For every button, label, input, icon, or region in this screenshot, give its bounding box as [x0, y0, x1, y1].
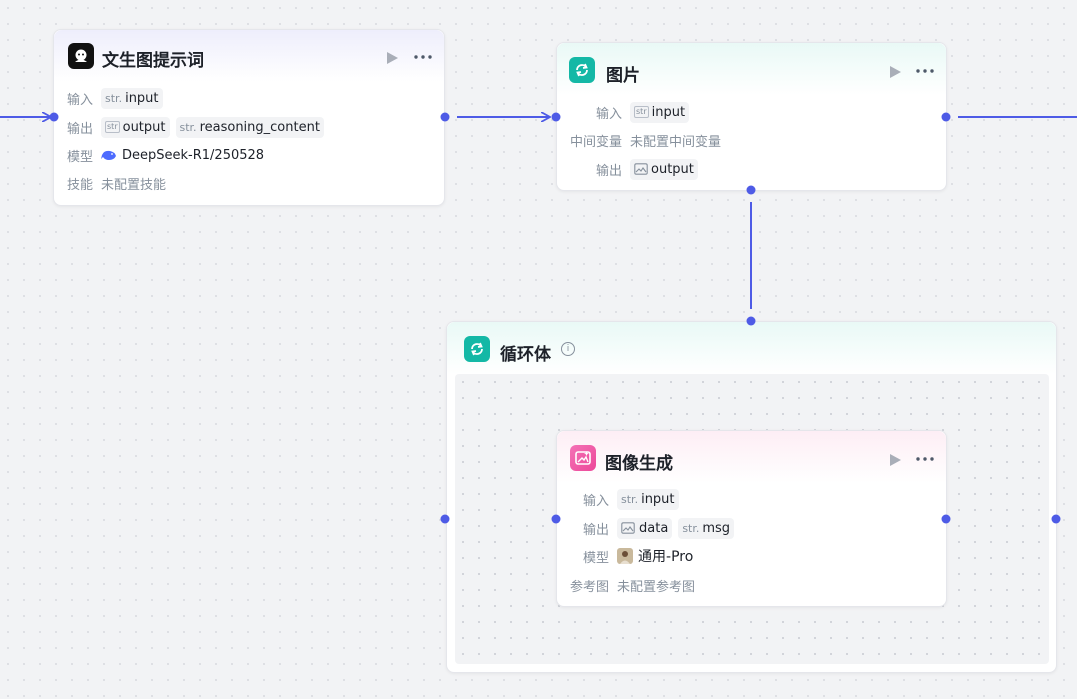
loop-node-title: 循环体 — [500, 345, 551, 365]
image-node-header — [557, 43, 946, 95]
variable-chip[interactable]: str input — [630, 101, 690, 123]
port-prompt-out[interactable] — [440, 112, 450, 122]
image-input-row: 输入 str input — [596, 101, 695, 123]
image-node[interactable]: 图片 输入 str input 中间变量 未配置中间变量 输出 output — [556, 42, 947, 191]
image-node-title: 图片 — [606, 66, 640, 86]
image-gen-node-header — [557, 431, 946, 483]
row-label: 输入 — [583, 493, 610, 509]
loop-arrows-icon — [464, 336, 490, 362]
row-label: 模型 — [67, 149, 94, 165]
row-label: 输出 — [67, 121, 94, 137]
port-loop-top[interactable] — [746, 316, 756, 326]
model-value[interactable]: DeepSeek-R1/250528 — [122, 147, 265, 163]
play-icon — [387, 52, 398, 64]
row-label: 中间变量 — [570, 134, 623, 150]
image-gen-node-title: 图像生成 — [605, 454, 673, 474]
gen-model-row: 模型 通用-Pro — [583, 545, 693, 567]
prompt-model-row: 模型 DeepSeek-R1/250528 — [67, 144, 264, 166]
row-label: 输出 — [596, 163, 623, 179]
gen-output-row: 输出 data str. msg — [583, 517, 740, 539]
prompt-skills-row: 技能 未配置技能 — [67, 172, 166, 194]
bot-avatar-icon — [68, 43, 94, 69]
prompt-node[interactable]: 文生图提示词 输入 str. input 输出 str output str. … — [53, 29, 445, 206]
port-gen-out[interactable] — [941, 514, 951, 524]
type-tag: str — [105, 121, 120, 133]
image-sparkle-icon — [570, 445, 596, 471]
type-tag: str. — [179, 120, 197, 134]
variable-name: data — [639, 520, 669, 536]
prompt-output-row: 输出 str output str. reasoning_content — [67, 116, 330, 138]
more-button[interactable] — [413, 50, 433, 64]
image-output-row: 输出 output — [596, 158, 704, 180]
more-dots-icon — [916, 457, 934, 461]
run-button[interactable] — [385, 50, 399, 64]
skills-value: 未配置技能 — [101, 177, 167, 193]
variable-chip[interactable]: str. reasoning_content — [175, 116, 324, 138]
port-loop-out[interactable] — [1051, 514, 1061, 524]
gen-reference-row: 参考图 未配置参考图 — [570, 574, 695, 596]
more-dots-icon — [916, 69, 934, 73]
variable-name: reasoning_content — [199, 119, 320, 135]
type-tag: str — [634, 106, 649, 118]
port-loop-in[interactable] — [440, 514, 450, 524]
more-button[interactable] — [915, 452, 935, 466]
run-button[interactable] — [888, 64, 902, 78]
variable-chip[interactable]: str. input — [617, 488, 679, 510]
row-label: 输入 — [596, 106, 623, 122]
more-dots-icon — [414, 55, 432, 59]
variable-chip[interactable]: str. msg — [678, 517, 735, 539]
variable-chip[interactable]: output — [630, 158, 698, 180]
image-intermediate-row: 中间变量 未配置中间变量 — [570, 129, 721, 151]
avatar-thumbnail-icon — [617, 548, 634, 564]
port-image-bottom[interactable] — [746, 185, 756, 195]
type-tag: str. — [621, 492, 639, 506]
variable-chip[interactable]: str. input — [101, 87, 163, 109]
row-label: 技能 — [67, 177, 94, 193]
image-type-icon — [621, 522, 635, 534]
prompt-input-row: 输入 str. input — [67, 87, 169, 109]
row-label: 输出 — [583, 522, 610, 538]
play-icon — [890, 66, 901, 78]
type-tag: str. — [105, 91, 123, 105]
variable-name: input — [125, 90, 159, 106]
row-label: 模型 — [583, 550, 610, 566]
gen-input-row: 输入 str. input — [583, 488, 685, 510]
reference-value: 未配置参考图 — [617, 579, 696, 595]
variable-chip[interactable]: data — [617, 517, 673, 539]
port-image-in[interactable] — [551, 112, 561, 122]
port-prompt-in[interactable] — [49, 112, 59, 122]
variable-name: input — [651, 104, 686, 120]
whale-icon — [101, 148, 117, 162]
port-gen-in[interactable] — [551, 514, 561, 524]
variable-name: output — [651, 161, 694, 177]
row-label: 输入 — [67, 92, 94, 108]
row-label: 参考图 — [570, 579, 610, 595]
play-icon — [890, 454, 901, 466]
image-type-icon — [634, 163, 648, 175]
more-button[interactable] — [915, 64, 935, 78]
intermediate-value: 未配置中间变量 — [630, 134, 722, 150]
variable-name: input — [641, 491, 675, 507]
model-value[interactable]: 通用-Pro — [638, 549, 694, 565]
variable-name: msg — [702, 520, 731, 536]
prompt-node-header — [54, 30, 444, 82]
loop-arrows-icon — [569, 57, 595, 83]
prompt-node-title: 文生图提示词 — [102, 51, 204, 71]
run-button[interactable] — [888, 452, 902, 466]
port-image-out[interactable] — [941, 112, 951, 122]
variable-chip[interactable]: str output — [101, 116, 170, 138]
type-tag: str. — [682, 521, 700, 535]
loop-node-header — [447, 322, 1056, 374]
image-gen-node[interactable]: 图像生成 输入 str. input 输出 data str. msg 模型 通… — [556, 430, 947, 607]
info-circle-icon[interactable]: i — [561, 342, 575, 356]
variable-name: output — [122, 119, 166, 135]
